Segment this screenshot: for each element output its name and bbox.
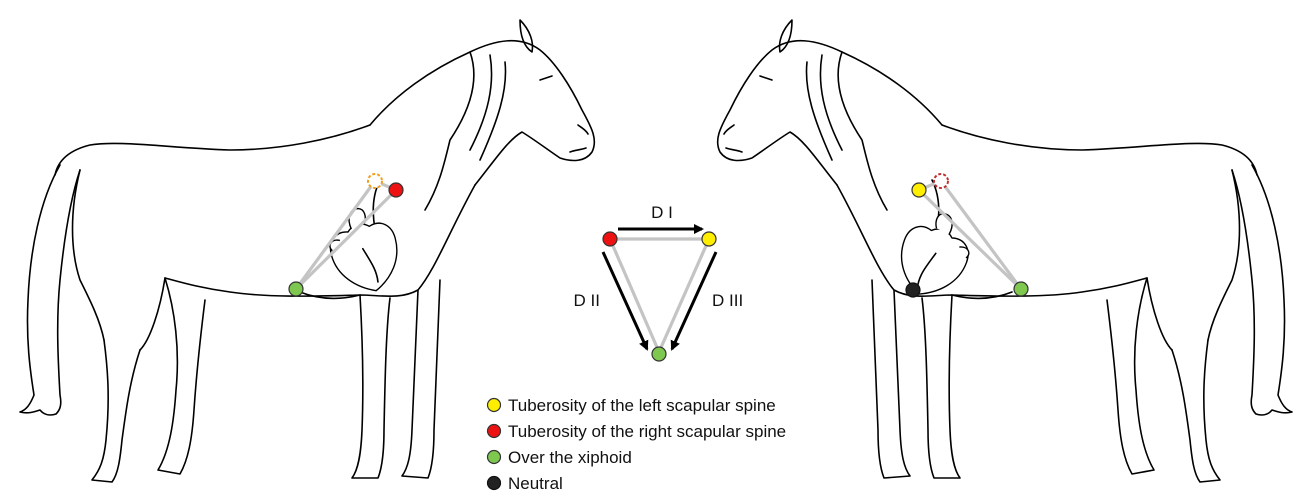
triangle-green-electrode	[652, 347, 666, 361]
lead-3-label: D III	[712, 291, 743, 310]
right-hidden-red-electrode	[934, 174, 948, 188]
triangle-yellow-electrode	[702, 232, 716, 246]
triangle-red-electrode	[603, 232, 617, 246]
legend-label-left-scapula: Tuberosity of the left scapular spine	[508, 396, 776, 415]
legend-yellow-swatch	[488, 399, 501, 412]
right-neutral-electrode	[906, 283, 920, 297]
legend: Tuberosity of the left scapular spine Tu…	[488, 396, 787, 493]
legend-label-xiphoid: Over the xiphoid	[508, 448, 632, 467]
legend-label-neutral: Neutral	[508, 474, 563, 493]
legend-green-swatch	[488, 451, 501, 464]
legend-label-right-scapula: Tuberosity of the right scapular spine	[508, 422, 786, 441]
lead-1-label: D I	[651, 203, 673, 222]
lead-2-arrow	[603, 252, 647, 349]
right-horse	[718, 20, 1292, 482]
left-red-electrode	[389, 183, 403, 197]
lead-3-arrow	[672, 252, 716, 349]
left-green-electrode	[289, 282, 303, 296]
legend-red-swatch	[488, 425, 501, 438]
lead-triangle: D I D II D III	[574, 203, 744, 361]
right-green-electrode	[1014, 282, 1028, 296]
lead-2-label: D II	[574, 291, 600, 310]
right-yellow-electrode	[912, 183, 926, 197]
legend-black-swatch	[488, 477, 501, 490]
left-hidden-yellow-electrode	[368, 174, 382, 188]
